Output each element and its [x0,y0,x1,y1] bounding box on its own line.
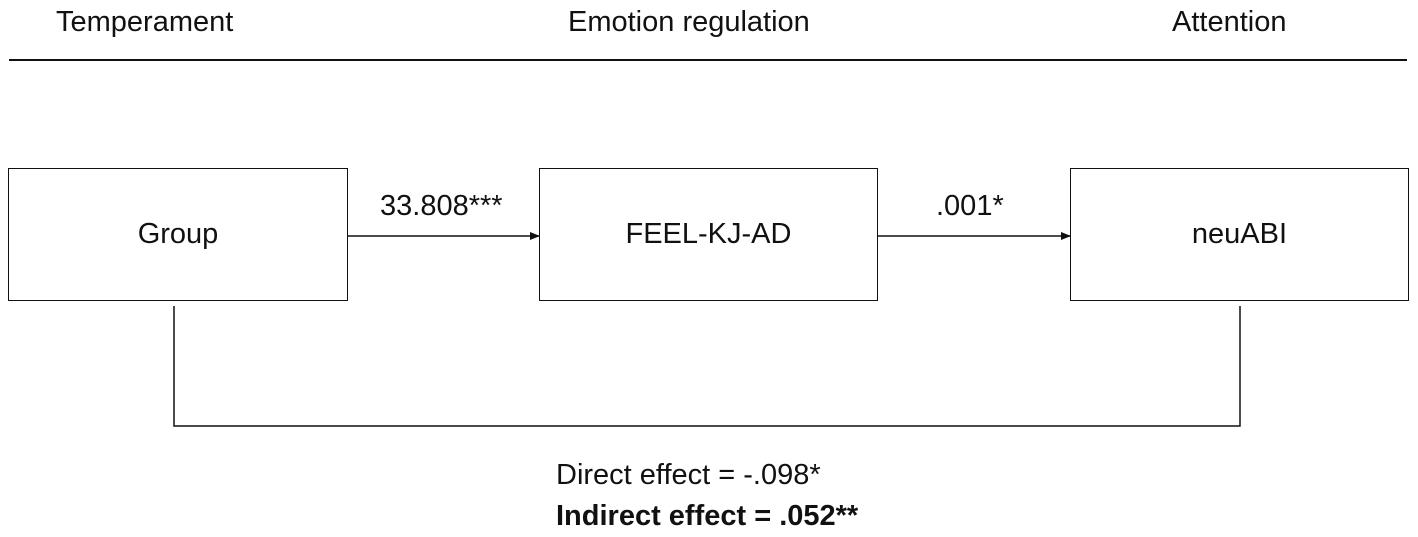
path-coefficient-feel-neuabi: .001* [936,190,1004,222]
node-group-label: Group [137,218,219,250]
header-divider [9,59,1407,61]
node-group: Group [8,168,348,301]
column-header-emotion-regulation: Emotion regulation [568,6,810,38]
path-coefficient-group-feel: 33.808*** [380,190,503,222]
node-feel-kj-ad-label: FEEL-KJ-AD [625,218,792,250]
node-neuabi: neuABI [1070,168,1409,301]
column-header-attention: Attention [1172,6,1287,38]
direct-path-connector [173,306,1241,427]
column-header-temperament: Temperament [56,6,234,38]
node-feel-kj-ad: FEEL-KJ-AD [539,168,878,301]
node-neuabi-label: neuABI [1191,218,1288,250]
indirect-effect-text: Indirect effect = .052** [556,500,859,532]
direct-effect-text: Direct effect = -.098* [556,459,821,491]
